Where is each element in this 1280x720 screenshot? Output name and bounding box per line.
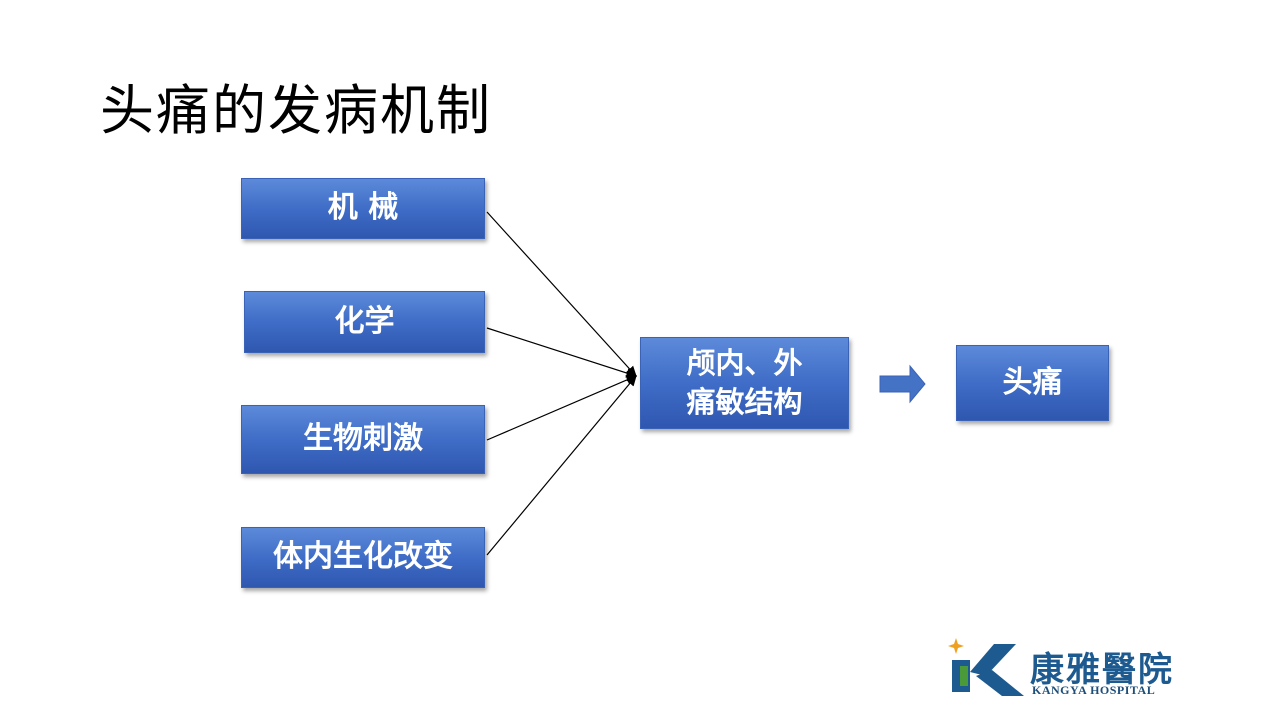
cause-label: 生物刺激 [303, 421, 423, 457]
cause-label: 体内生化改变 [273, 539, 453, 575]
result-label: 头痛 [1002, 364, 1063, 400]
logo-chinese-name: 康雅醫院 [1030, 650, 1174, 690]
cause-box-biological: 生物刺激 [241, 405, 485, 474]
connector-bio [486, 375, 638, 441]
cause-box-chemical: 化学 [244, 291, 485, 353]
pain-sensitive-structures-box: 颅内、外 痛敏结构 [640, 337, 849, 429]
headache-box: 头痛 [956, 345, 1109, 421]
connector-body [486, 375, 637, 556]
cause-label: 化学 [334, 303, 395, 339]
cause-box-mechanical: 机 械 [241, 178, 485, 239]
connector-chem [486, 327, 638, 378]
hospital-logo-icon [948, 638, 1024, 696]
block-arrow-icon [879, 364, 926, 404]
middle-line-2: 痛敏结构 [686, 385, 803, 419]
slide-title: 头痛的发病机制 [100, 79, 492, 142]
logo-english-name: KANGYA HOSPITAL [1032, 683, 1156, 697]
connector-mech [486, 211, 637, 377]
cause-label: 机 械 [327, 190, 399, 226]
middle-line-1: 颅内、外 [686, 345, 803, 380]
cause-box-biochemical: 体内生化改变 [241, 527, 485, 588]
